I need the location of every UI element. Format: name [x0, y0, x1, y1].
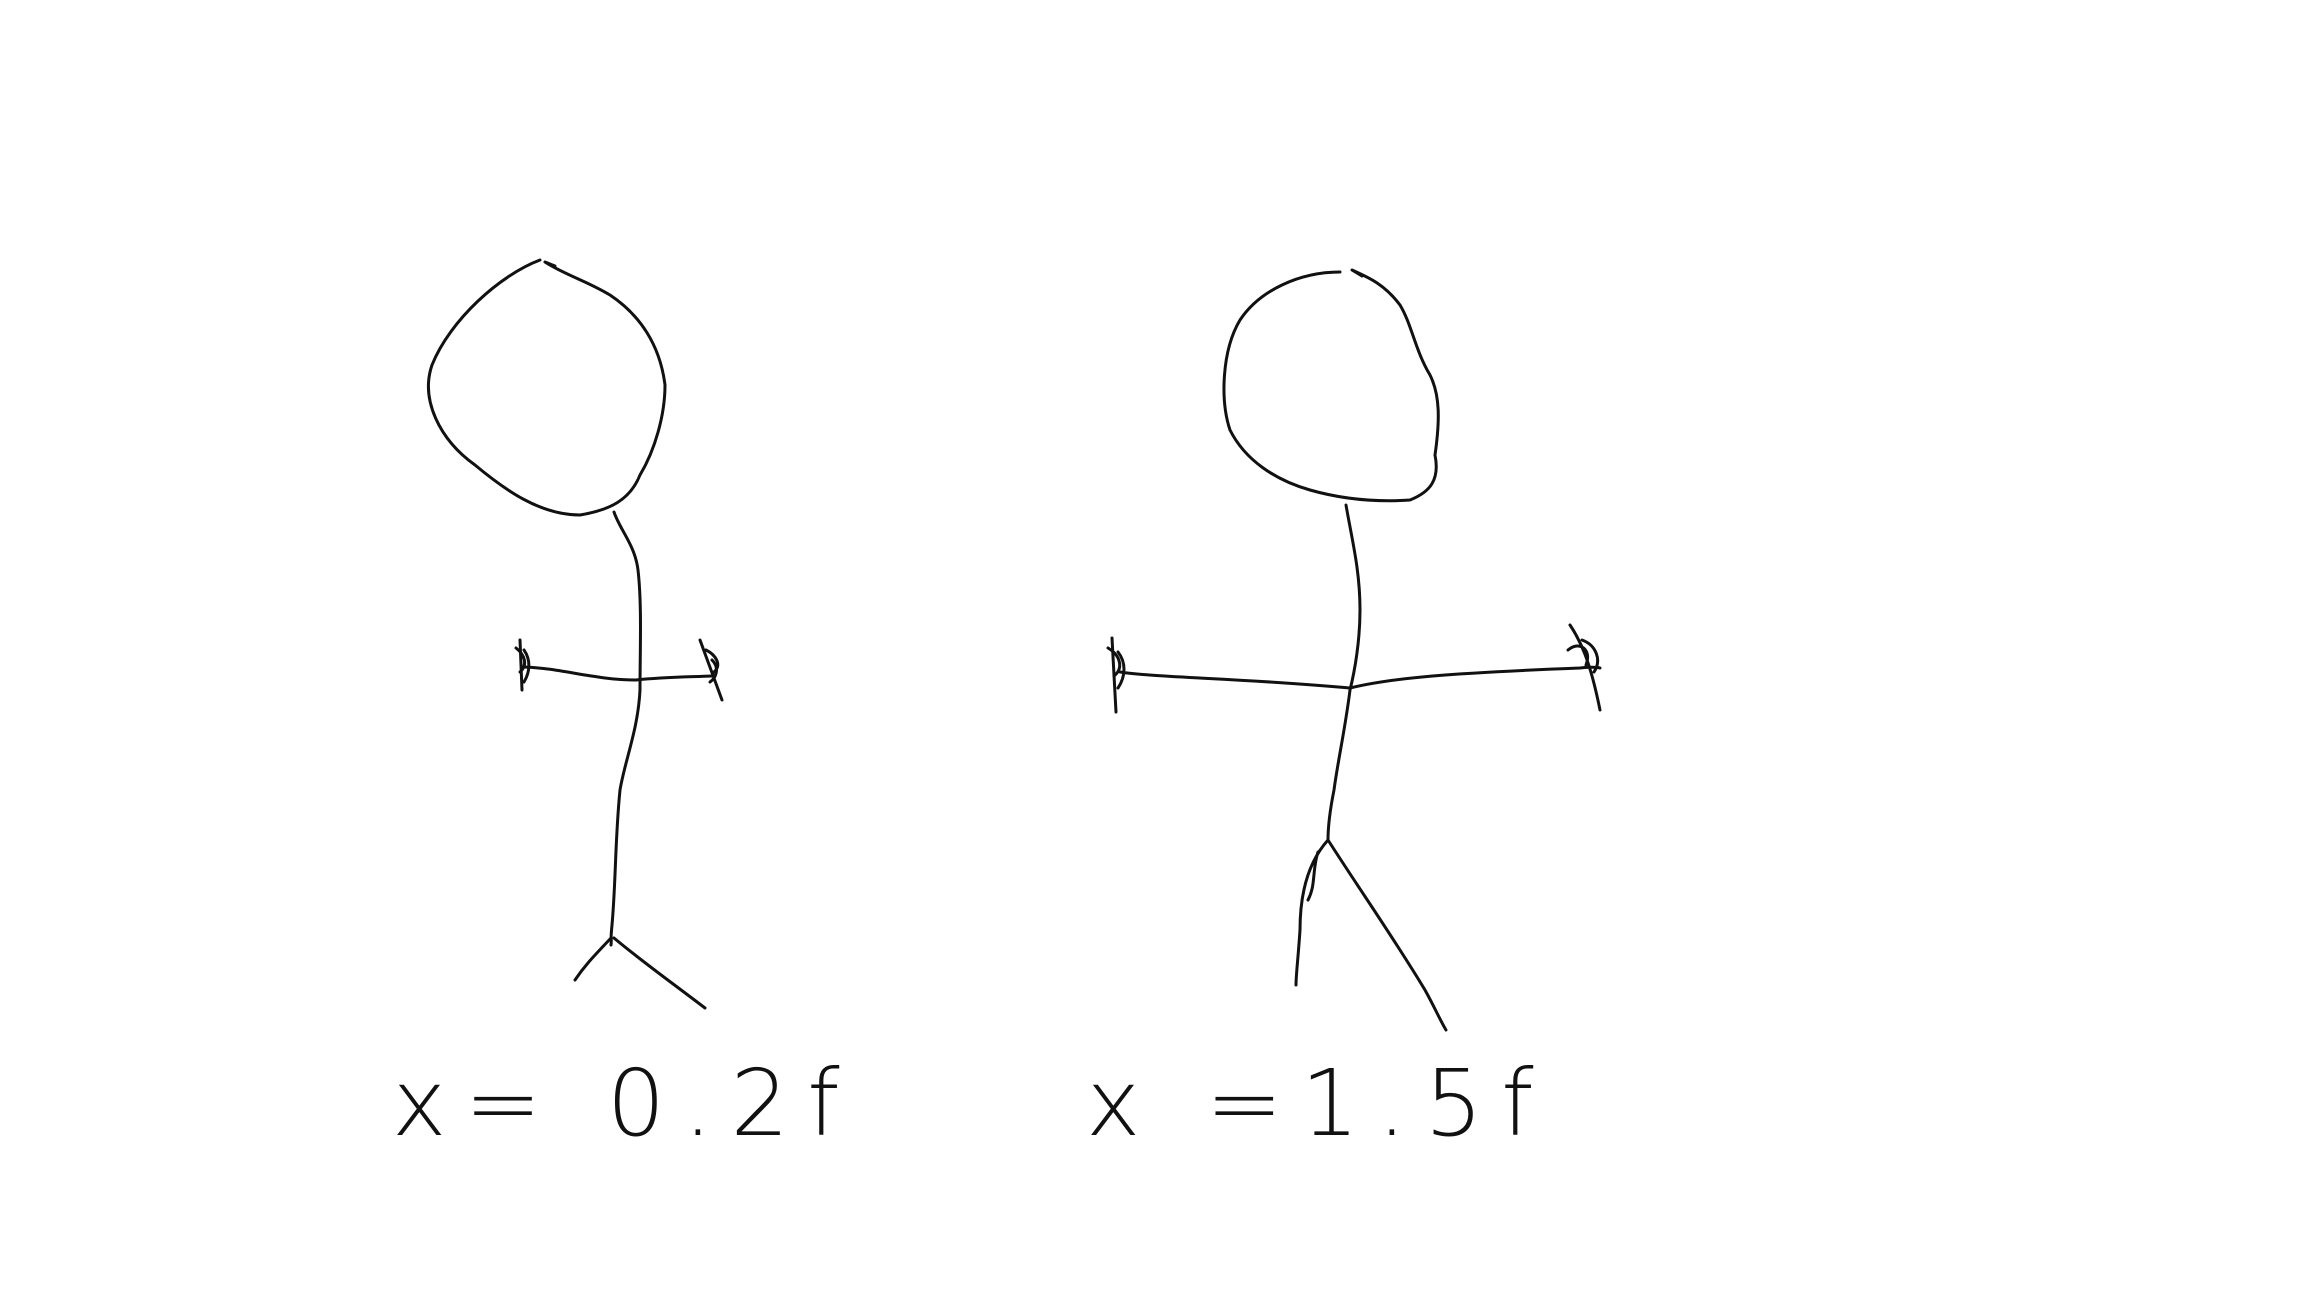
left-figure-right-hand	[698, 638, 724, 702]
left-figure-head	[427, 258, 667, 517]
left-figure-label: x= 0.2f	[392, 1050, 858, 1157]
left-figure-right-arm	[634, 674, 714, 682]
right-figure-label: x =1.5f	[1086, 1050, 1552, 1157]
left-figure-right-leg	[612, 936, 707, 1010]
right-figure-left-hand	[1106, 636, 1126, 714]
left-figure-left-leg	[573, 936, 613, 982]
right-figure-right-leg	[1326, 838, 1448, 1032]
right-figure-right-hand	[1566, 623, 1602, 712]
right-figure-left-arm	[1118, 670, 1352, 690]
right-figure-head	[1222, 268, 1440, 503]
left-figure-left-arm	[522, 665, 638, 682]
stick-figure-right	[1106, 268, 1602, 1032]
right-figure-right-arm	[1348, 665, 1602, 690]
left-figure-left-hand	[514, 638, 531, 692]
stick-figure-left	[427, 258, 724, 1010]
left-figure-torso	[609, 510, 642, 947]
right-figure-torso	[1326, 503, 1362, 842]
right-figure-left-leg	[1294, 838, 1330, 987]
